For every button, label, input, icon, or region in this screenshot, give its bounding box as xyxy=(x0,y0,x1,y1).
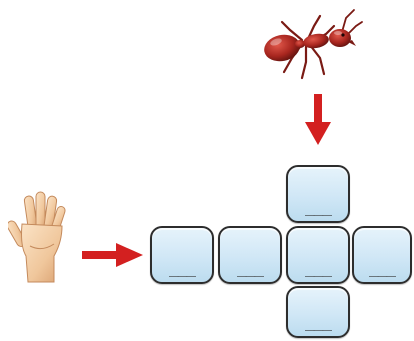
tile-row-1[interactable]: ___ xyxy=(150,226,214,284)
tile-row-2[interactable]: ___ xyxy=(218,226,282,284)
tile-row-4[interactable]: ___ xyxy=(352,226,412,284)
tile-top[interactable]: ___ xyxy=(286,165,350,223)
tile-blank: ___ xyxy=(169,258,196,277)
tile-bottom[interactable]: ___ xyxy=(286,286,350,338)
tile-row-3[interactable]: ___ xyxy=(286,226,350,284)
ant-icon xyxy=(264,9,363,80)
tile-blank: ___ xyxy=(369,258,396,277)
hand-icon xyxy=(8,191,66,283)
tile-blank: ___ xyxy=(305,312,332,331)
down-arrow-icon xyxy=(305,94,331,145)
tile-blank: ___ xyxy=(237,258,264,277)
tile-blank: ___ xyxy=(305,197,332,216)
tile-blank: ___ xyxy=(305,258,332,277)
right-arrow-icon xyxy=(82,243,143,267)
